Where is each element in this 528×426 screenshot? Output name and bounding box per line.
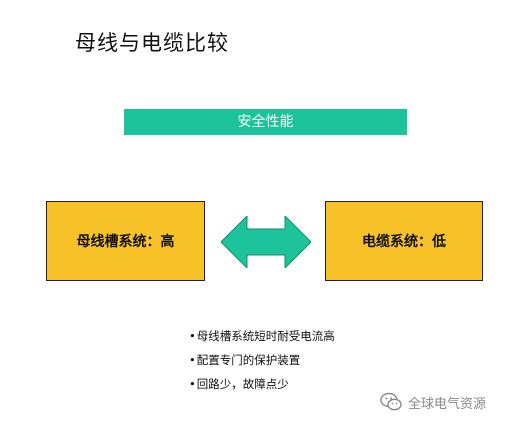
double-arrow-icon (221, 216, 311, 268)
watermark-text: 全球电气资源 (408, 396, 487, 412)
busway-system-box: 母线槽系统：高 (46, 201, 205, 281)
busway-system-label: 母线槽系统：高 (76, 234, 175, 250)
bullet-list: 母线槽系统短时耐受电流高 配置专门的保护装置 回路少，故障点少 (189, 327, 335, 399)
cable-system-label: 电缆系统：低 (362, 234, 446, 250)
section-banner: 安全性能 (124, 109, 407, 135)
wechat-icon (380, 392, 402, 411)
slide-title: 母线与电缆比较 (75, 31, 229, 55)
watermark: 全球电气资源 (380, 392, 486, 412)
bullet-item: 配置专门的保护装置 (189, 351, 335, 375)
bullet-item: 母线槽系统短时耐受电流高 (189, 327, 335, 351)
bullet-item: 回路少，故障点少 (189, 375, 335, 399)
cable-system-box: 电缆系统：低 (325, 201, 483, 281)
